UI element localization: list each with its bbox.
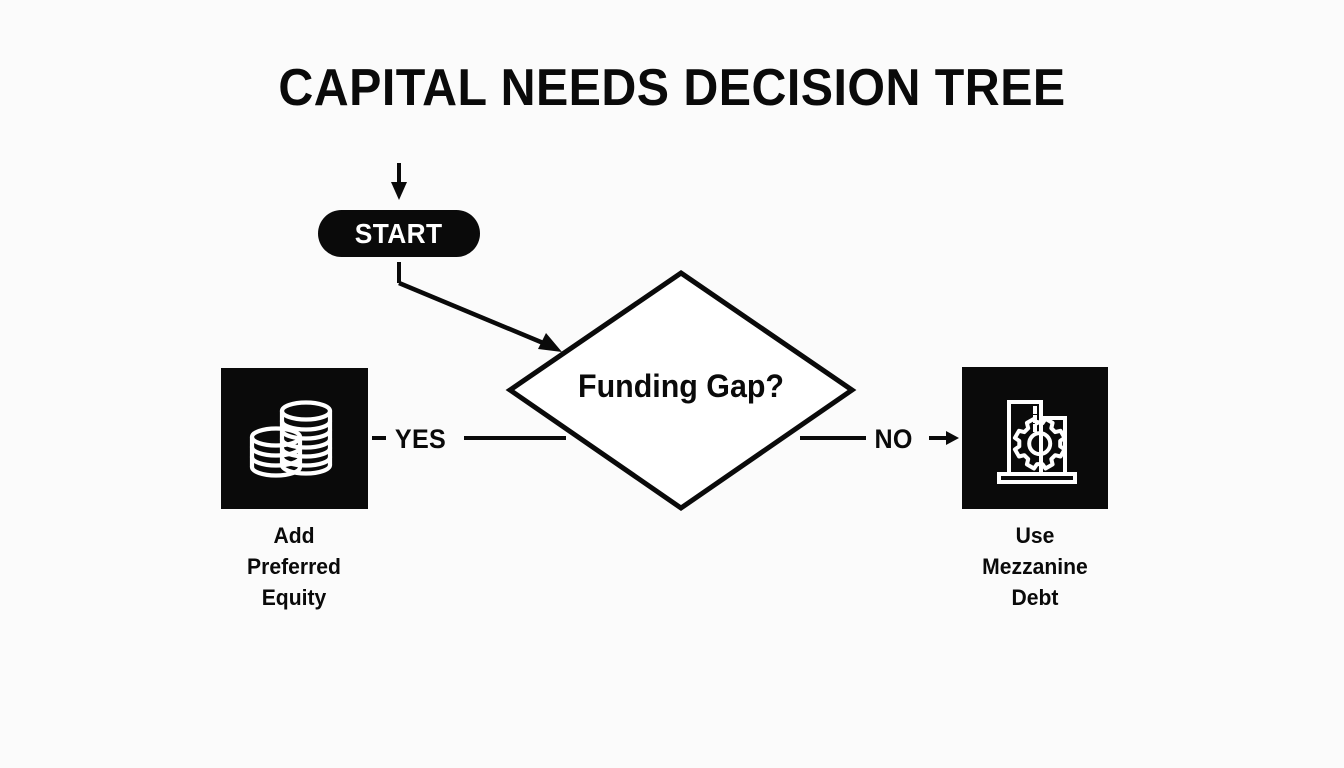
outcome-tile-mezzanine-debt[interactable] — [962, 367, 1108, 509]
entry-down-arrow-icon — [391, 163, 407, 200]
decision-diamond-shape — [505, 269, 857, 512]
no-branch-connector — [800, 431, 959, 445]
start-to-decision-edge — [397, 262, 562, 352]
page-title: CAPITAL NEEDS DECISION TREE — [278, 59, 1066, 117]
decision-node-label: Funding Gap? — [577, 368, 785, 404]
start-node[interactable]: START — [318, 210, 480, 257]
branch-label-no: NO — [874, 424, 913, 454]
start-node-label: START — [355, 217, 443, 249]
branch-label-yes: YES — [394, 424, 447, 454]
outcome-caption-mezzanine-debt: Use Mezzanine Debt — [982, 523, 1088, 611]
coin-stacks-icon — [249, 399, 332, 478]
outcome-tile-preferred-equity[interactable] — [221, 368, 368, 509]
outcome-caption-preferred-equity: Add Preferred Equity — [247, 523, 341, 611]
factory-gear-icon — [997, 400, 1077, 484]
